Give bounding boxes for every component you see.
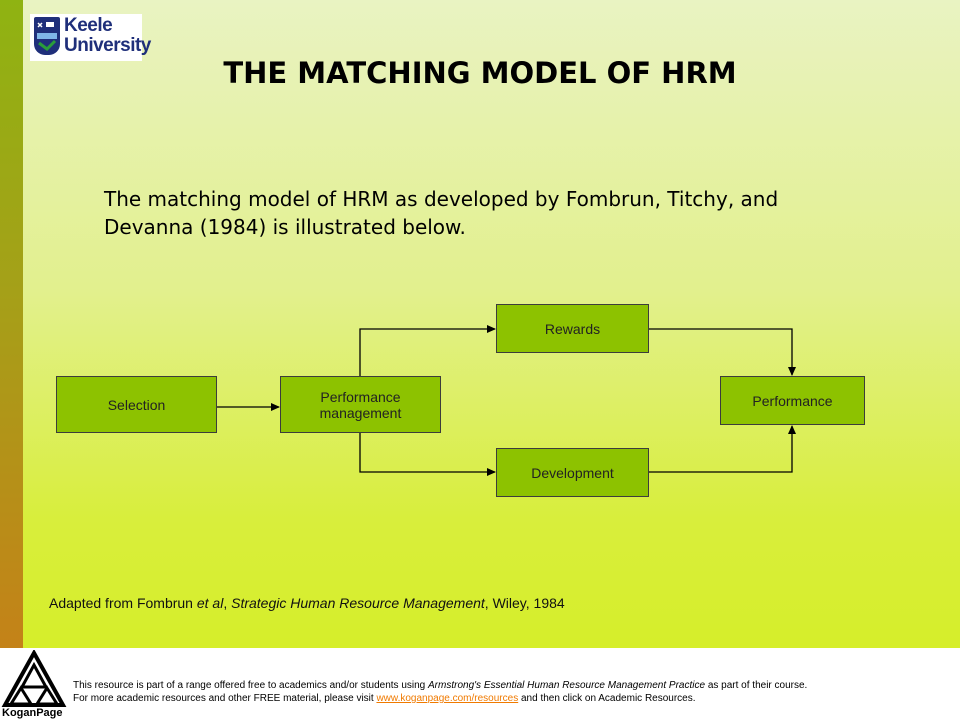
arrow-development-to-performance	[649, 425, 796, 473]
arrow-rewards-to-performance	[649, 328, 796, 376]
keele-university-logo: Keele University	[30, 14, 151, 61]
koganpage-wordmark: KoganPage	[2, 707, 63, 719]
keele-logo-text: Keele University	[64, 16, 151, 56]
intro-text: The matching model of HRM as developed b…	[104, 187, 779, 239]
footer-book-title: Armstrong's Essential Human Resource Man…	[428, 680, 706, 691]
footer-line1-suffix: as part of their course.	[705, 680, 808, 691]
credit-prefix: Adapted from Fombrun	[49, 595, 197, 611]
footer-line1-prefix: This resource is part of a range offered…	[73, 680, 429, 691]
logo-line-2: University	[64, 35, 151, 56]
node-performance-management: Performance management	[280, 376, 441, 433]
keele-crest-icon	[34, 17, 60, 55]
koganpage-logo: KoganPage	[0, 648, 68, 720]
node-performance: Performance	[720, 376, 865, 425]
diagram-connectors	[217, 325, 796, 476]
arrow-performance-management-to-rewards	[359, 325, 496, 376]
arrow-performance-management-to-development	[359, 433, 496, 476]
credit-et-al: et al	[196, 595, 224, 611]
footer: KoganPage This resource is part of a ran…	[0, 648, 960, 720]
page-title: THE MATCHING MODEL OF HRM	[223, 56, 737, 90]
credit-suffix: , Wiley, 1984	[484, 595, 565, 611]
node-development: Development	[496, 448, 649, 497]
credit-book-title: Strategic Human Resource Management	[231, 595, 485, 611]
footer-line2-prefix: For more academic resources and other FR…	[73, 693, 377, 704]
left-accent-bar	[0, 0, 23, 648]
source-credit: Adapted from Fombrun et al, Strategic Hu…	[49, 595, 565, 611]
node-selection: Selection	[56, 376, 217, 433]
logo-line-1: Keele	[64, 15, 113, 36]
slide-background: Keele University THE MATCHING MODEL OF H…	[0, 0, 960, 648]
credit-sep: ,	[223, 595, 232, 611]
footer-line2-suffix: and then click on Academic Resources.	[518, 693, 696, 704]
footer-text: This resource is part of a range offered…	[73, 679, 957, 705]
koganpage-triangle-icon	[1, 648, 67, 707]
node-rewards: Rewards	[496, 304, 649, 353]
koganpage-resources-link[interactable]: www.koganpage.com/resources	[376, 693, 519, 704]
